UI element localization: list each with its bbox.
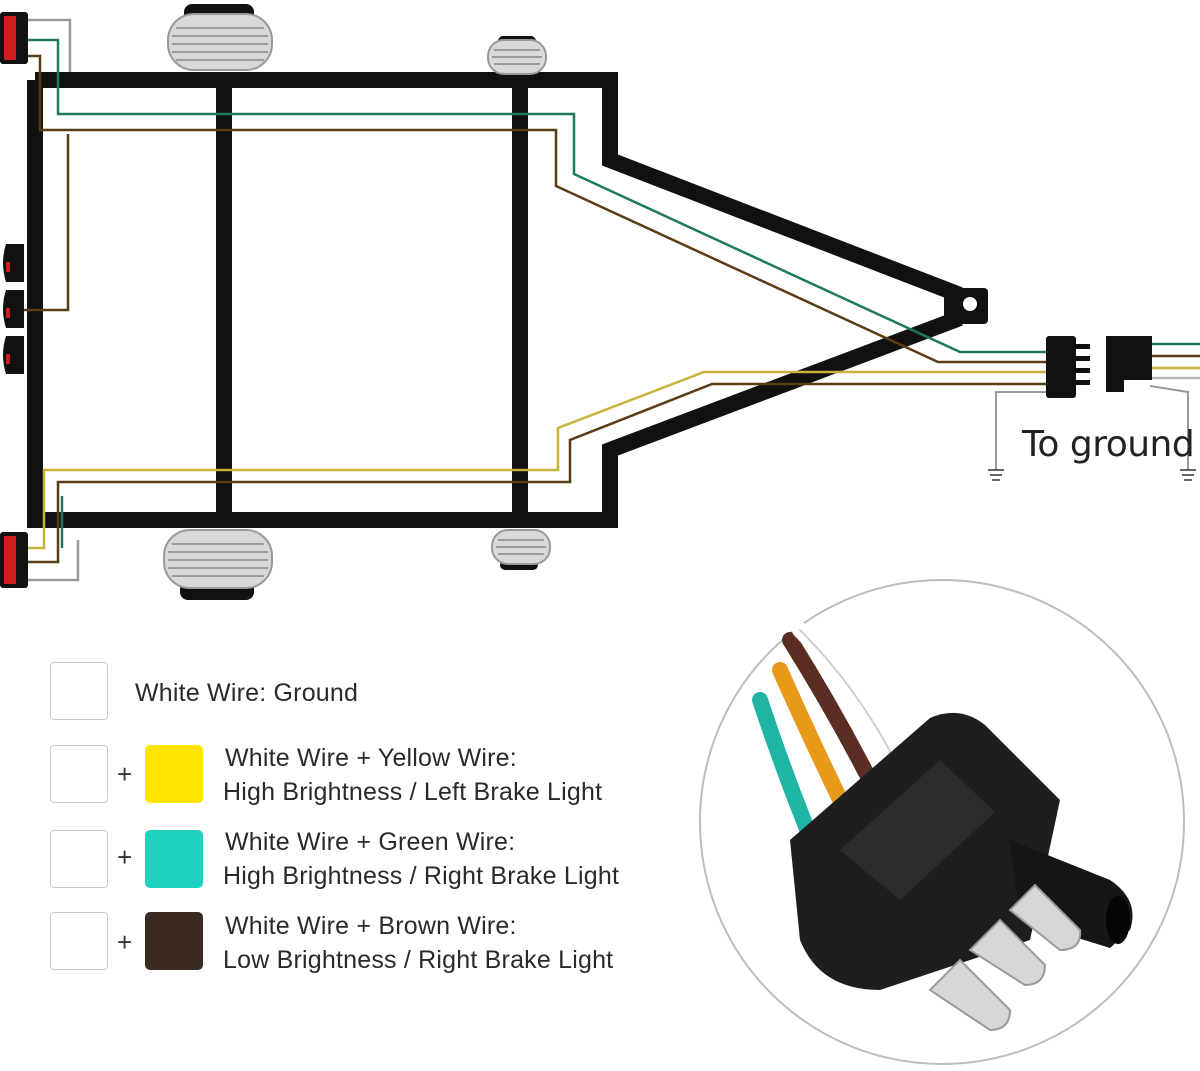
plus-sign: + bbox=[117, 759, 133, 789]
brown-wire-swatch bbox=[145, 912, 203, 970]
legend-item-line1: White Wire + Green Wire: bbox=[225, 828, 516, 856]
legend-item-line1: White Wire + Yellow Wire: bbox=[225, 744, 517, 772]
plus-sign: + bbox=[117, 842, 133, 872]
ground-symbol-left bbox=[988, 469, 1004, 481]
legend-item-line2: High Brightness / Left Brake Light bbox=[223, 778, 603, 806]
wheel-bottom-right bbox=[491, 529, 551, 570]
white-wire-swatch bbox=[50, 830, 108, 888]
trailer-frame bbox=[27, 72, 963, 528]
wire-bundle-bottom bbox=[28, 370, 1046, 582]
tail-light-bottom bbox=[0, 532, 28, 588]
to-ground-label: To ground bbox=[1022, 424, 1195, 465]
ground-wires bbox=[995, 385, 1189, 470]
wheel-bottom-left bbox=[163, 529, 273, 600]
wheel-top-right bbox=[487, 36, 547, 75]
legend-item-line1: White Wire + Brown Wire: bbox=[225, 912, 517, 940]
hitch-coupler bbox=[944, 288, 988, 324]
white-wire-swatch bbox=[50, 912, 108, 970]
white-wire-swatch bbox=[50, 662, 108, 720]
legend-item-line2: Low Brightness / Right Brake Light bbox=[223, 946, 614, 974]
green-wire-swatch bbox=[145, 830, 203, 888]
tail-light-top bbox=[0, 12, 28, 64]
legend-item-line1: White Wire: Ground bbox=[135, 679, 359, 707]
wire-bundle-top bbox=[24, 18, 1046, 364]
legend-item-line2: High Brightness / Right Brake Light bbox=[223, 862, 620, 890]
ground-symbol-right bbox=[1180, 469, 1196, 481]
four-pin-connector bbox=[1046, 336, 1200, 398]
plus-sign: + bbox=[117, 927, 133, 957]
connector-photo-inset bbox=[699, 579, 1185, 1065]
yellow-wire-swatch bbox=[145, 745, 203, 803]
wheel-top-left bbox=[167, 4, 273, 71]
white-wire-swatch bbox=[50, 745, 108, 803]
marker-lights-side bbox=[3, 244, 24, 374]
